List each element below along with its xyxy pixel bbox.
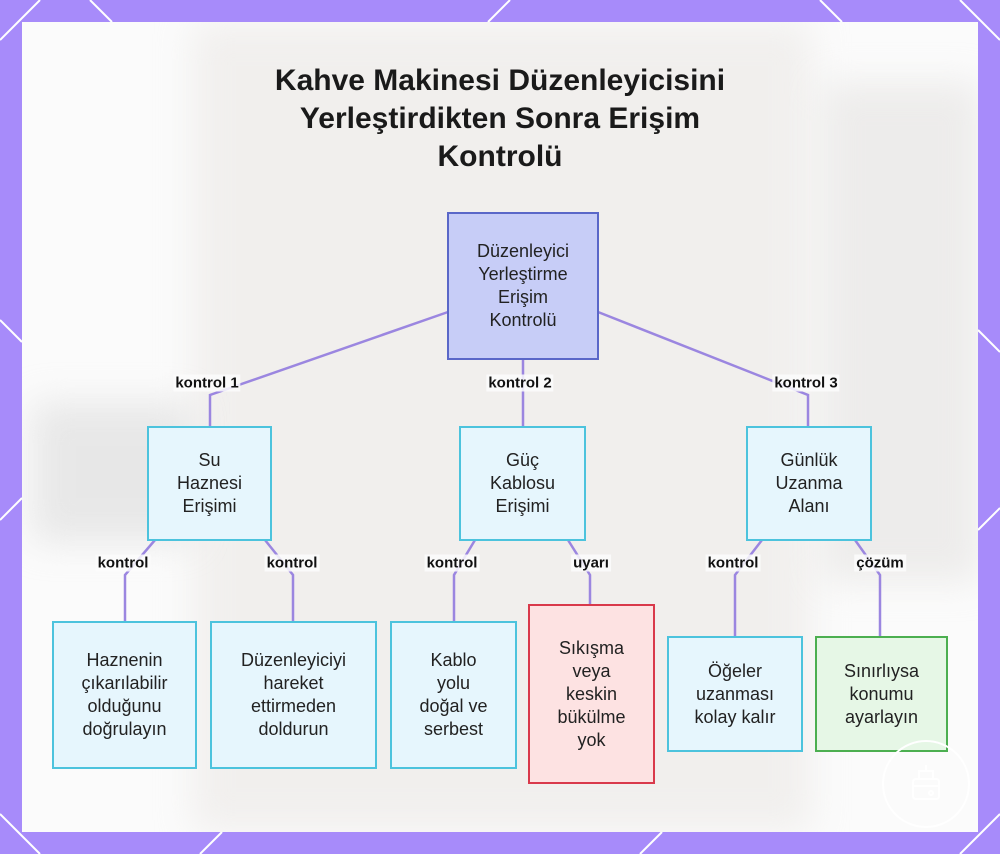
coffee-machine-icon	[882, 740, 970, 828]
pinch-warning-node: Sıkışma veya keskin bükülme yok	[528, 604, 655, 784]
edge-label-power-warning: uyarı	[571, 555, 611, 572]
edge-label-check-1: kontrol 1	[173, 375, 240, 392]
edge-label-check-2: kontrol 2	[486, 375, 553, 392]
root-node: Düzenleyici Yerleştirme Erişim Kontrolü	[447, 212, 599, 360]
power-cable-access-node: Güç Kablosu Erişimi	[459, 426, 586, 541]
daily-reach-node: Günlük Uzanma Alanı	[746, 426, 872, 541]
edge-label-power-left: kontrol	[425, 555, 480, 572]
edge-power-pinch	[568, 540, 590, 605]
removable-tank-node: Haznenin çıkarılabilir olduğunu doğrulay…	[52, 621, 197, 769]
edge-root-daily	[598, 312, 808, 427]
refill-node: Düzenleyiciyi hareket ettirmeden dolduru…	[210, 621, 377, 769]
adjust-position-node: Sınırlıysa konumu ayarlayın	[815, 636, 948, 752]
edge-label-check-3: kontrol 3	[772, 375, 839, 392]
water-tank-access-node: Su Haznesi Erişimi	[147, 426, 272, 541]
edge-label-daily-left: kontrol	[706, 555, 761, 572]
edge-label-water-right: kontrol	[265, 555, 320, 572]
cable-path-node: Kablo yolu doğal ve serbest	[390, 621, 517, 769]
edge-root-water	[210, 312, 448, 427]
edge-power-cable	[454, 540, 475, 622]
edge-water-removable	[125, 540, 155, 622]
edge-label-daily-solution: çözüm	[854, 555, 906, 572]
edge-water-refill	[265, 540, 293, 622]
reach-node: Öğeler uzanması kolay kalır	[667, 636, 803, 752]
edge-label-water-left: kontrol	[96, 555, 151, 572]
